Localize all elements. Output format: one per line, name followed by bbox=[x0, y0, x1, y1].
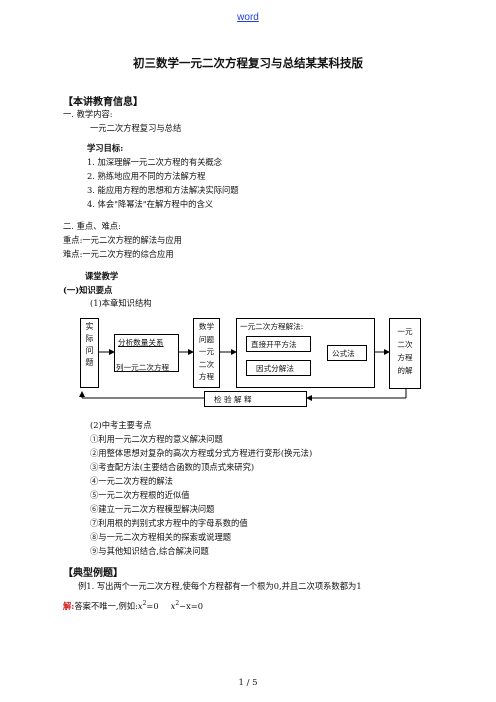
eq1-var: x bbox=[137, 601, 143, 611]
goal-item: 1. 加深理解一元二次方程的有关概念 bbox=[87, 157, 223, 167]
math-problem-box bbox=[193, 318, 220, 388]
info-heading: 【本讲教育信息】 bbox=[63, 97, 143, 108]
exam-point: ①利用一元二次方程的意义解决问题 bbox=[90, 434, 223, 444]
exam-point: ②用整体思想对复杂的高次方程或分式方程进行变形(换元法) bbox=[90, 448, 313, 458]
check-explain-label: 检 验 解 释 bbox=[214, 395, 252, 404]
key-point: 重点:一元二次方程的解法与应用 bbox=[63, 235, 182, 245]
exam-point: ⑧与一元二次方程相关的探索或说理题 bbox=[90, 532, 232, 542]
real-problem-box bbox=[80, 318, 99, 388]
solution-methods-box bbox=[236, 318, 375, 388]
formula-label: 公式法 bbox=[332, 349, 355, 358]
exam-point: ③考查配方法(主要结合函数的顶点式来研究) bbox=[90, 462, 255, 472]
analysis-label: 分析数量关系 bbox=[118, 338, 164, 347]
eq2-rest: −x=0 bbox=[179, 601, 204, 611]
header-word-link[interactable]: word bbox=[237, 12, 259, 23]
goal-item: 2. 熟练地应用不同的方法解方程 bbox=[87, 171, 206, 181]
structure-heading: (1)本章知识结构 bbox=[90, 298, 152, 308]
knowledge-heading: (一)知识要点 bbox=[63, 285, 113, 295]
exam-point: ④一元二次方程的解法 bbox=[90, 476, 173, 486]
eq2-exp: 2 bbox=[175, 600, 180, 608]
exam-points-heading: (2)中考主要考点 bbox=[90, 420, 152, 430]
solution-label: 一元二次方程的解 bbox=[397, 327, 413, 375]
exam-point: ⑥建立一元二次方程模型解决问题 bbox=[90, 504, 215, 514]
section1-heading: 一. 教学内容: bbox=[63, 109, 113, 119]
solution-label: 解: bbox=[63, 601, 75, 611]
solution-box bbox=[389, 318, 421, 389]
math-problem-label: 数学问题一元二次方程 bbox=[198, 322, 215, 381]
section1-content: 一元二次方程复习与总结 bbox=[90, 123, 182, 133]
exam-point: ⑨与其他知识结合,综合解决问题 bbox=[90, 546, 209, 556]
methods-title: 一元二次方程解法: bbox=[240, 322, 304, 331]
real-problem-label: 实际问题 bbox=[85, 322, 94, 367]
eq2-var: x bbox=[170, 601, 176, 611]
model-box bbox=[114, 334, 179, 372]
goals-heading: 学习目标: bbox=[87, 143, 124, 153]
page-number: 1 / 5 bbox=[238, 678, 258, 688]
factor-label: 因式分解法 bbox=[256, 364, 294, 373]
classroom-heading: 课堂教学 bbox=[85, 271, 119, 281]
direct-sqrt-box bbox=[246, 336, 311, 352]
exam-point: ⑦利用根的判别式求方程中的字母系数的值 bbox=[90, 518, 248, 528]
direct-sqrt-label: 直接开平方法 bbox=[251, 340, 297, 349]
page-title: 初三数学一元二次方程复习与总结某某科技版 bbox=[133, 56, 363, 70]
exam-point: ⑤一元二次方程根的近似值 bbox=[90, 490, 190, 500]
solution-text: 答案不唯一,例如: bbox=[74, 601, 138, 611]
list-equation-label: 列一元二次方程 bbox=[116, 363, 170, 372]
check-explain-box bbox=[204, 391, 307, 407]
difficult-point: 难点:一元二次方程的综合应用 bbox=[63, 249, 174, 259]
formula-box bbox=[327, 345, 367, 361]
eq1-exp: 2 bbox=[142, 600, 147, 608]
examples-heading: 【典型例题】 bbox=[63, 568, 123, 579]
section2-heading: 二. 重点、难点: bbox=[63, 221, 121, 231]
goal-item: 4. 体会"降幂法"在解方程中的含义 bbox=[87, 199, 214, 209]
factor-box bbox=[246, 360, 311, 376]
eq1-rest: =0 bbox=[146, 601, 159, 611]
goal-item: 3. 能应用方程的思想和方法解决实际问题 bbox=[87, 185, 239, 195]
example-1: 例1. 写出两个一元二次方程,使每个方程都有一个根为0,并且二次项系数都为1 bbox=[78, 581, 362, 591]
